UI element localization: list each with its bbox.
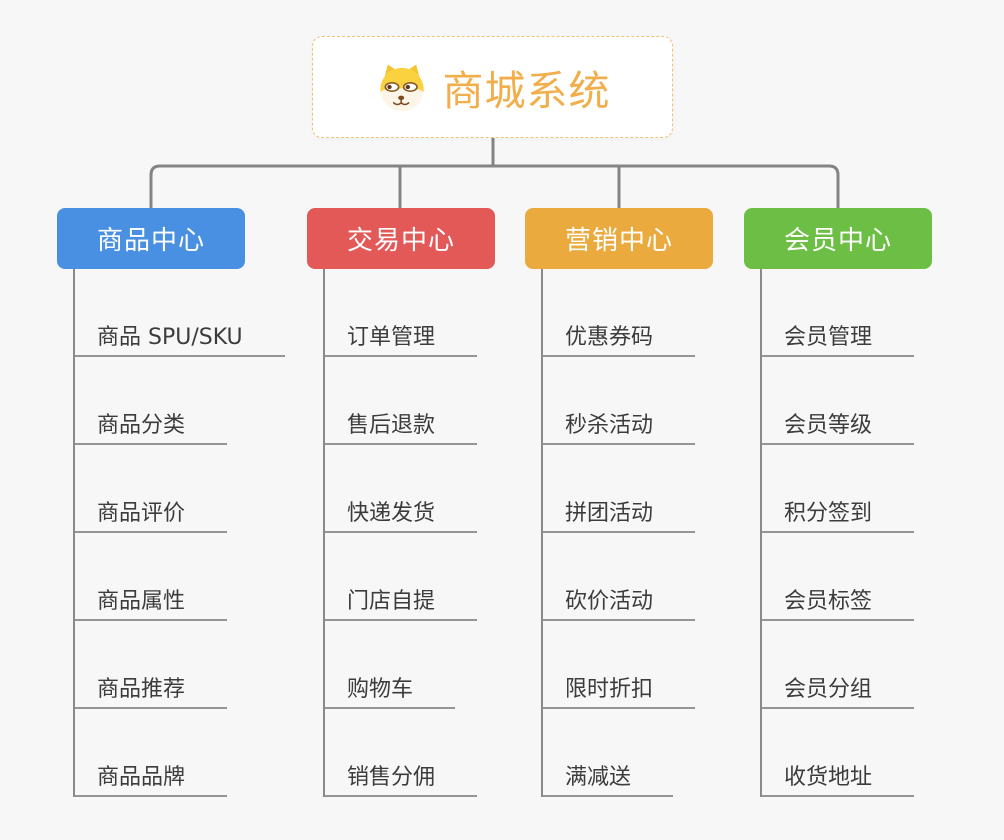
leaf-node[interactable]: 售后退款	[325, 357, 478, 445]
leaf-node[interactable]: 商品属性	[75, 533, 228, 621]
leaf-node[interactable]: 订单管理	[325, 269, 478, 357]
leaf-node[interactable]: 商品推荐	[75, 621, 228, 709]
branch-items-marketing-center: 优惠券码 秒杀活动 拼团活动 砍价活动 限时折扣 满减送	[541, 269, 785, 797]
leaf-node[interactable]: 会员管理	[762, 269, 915, 357]
leaf-node[interactable]: 会员分组	[762, 621, 915, 709]
leaf-node[interactable]: 快递发货	[325, 445, 478, 533]
leaf-node[interactable]: 门店自提	[325, 533, 478, 621]
root-node-mall-system[interactable]: 商城系统	[312, 36, 673, 138]
leaf-node[interactable]: 拼团活动	[543, 445, 696, 533]
branch-node-trade-center[interactable]: 交易中心	[307, 208, 495, 269]
shiba-dog-icon	[379, 64, 424, 112]
leaf-node[interactable]: 商品品牌	[75, 709, 228, 797]
leaf-node[interactable]: 商品分类	[75, 357, 228, 445]
branch-node-product-center[interactable]: 商品中心	[57, 208, 245, 269]
leaf-node[interactable]: 购物车	[325, 621, 456, 709]
leaf-node[interactable]: 秒杀活动	[543, 357, 696, 445]
leaf-node[interactable]: 砍价活动	[543, 533, 696, 621]
branch-node-label: 会员中心	[783, 226, 892, 256]
leaf-node[interactable]: 优惠券码	[543, 269, 696, 357]
leaf-node[interactable]: 积分签到	[762, 445, 915, 533]
branch-node-label: 商品中心	[96, 226, 205, 256]
branch-items-member-center: 会员管理 会员等级 积分签到 会员标签 会员分组 收货地址	[760, 269, 1004, 797]
branch-node-marketing-center[interactable]: 营销中心	[525, 208, 713, 269]
branch-node-label: 营销中心	[564, 226, 673, 256]
leaf-node[interactable]: 收货地址	[762, 709, 915, 797]
branch-items-trade-center: 订单管理 售后退款 快递发货 门店自提 购物车 销售分佣	[323, 269, 567, 797]
branch-trade-center: 交易中心 订单管理 售后退款 快递发货 门店自提 购物车 销售分佣	[307, 208, 567, 797]
root-node-title: 商城系统	[442, 67, 611, 115]
branch-node-label: 交易中心	[346, 226, 455, 256]
branch-node-member-center[interactable]: 会员中心	[744, 208, 932, 269]
leaf-node[interactable]: 会员等级	[762, 357, 915, 445]
branch-marketing-center: 营销中心 优惠券码 秒杀活动 拼团活动 砍价活动 限时折扣 满减送	[525, 208, 785, 797]
leaf-node[interactable]: 限时折扣	[543, 621, 696, 709]
leaf-node[interactable]: 满减送	[543, 709, 674, 797]
branch-product-center: 商品中心 商品 SPU/SKU 商品分类 商品评价 商品属性 商品推荐 商品品牌	[57, 208, 317, 797]
leaf-node[interactable]: 商品评价	[75, 445, 228, 533]
leaf-node[interactable]: 商品 SPU/SKU	[75, 269, 285, 357]
branch-member-center: 会员中心 会员管理 会员等级 积分签到 会员标签 会员分组 收货地址	[744, 208, 1004, 797]
leaf-node[interactable]: 销售分佣	[325, 709, 478, 797]
branch-items-product-center: 商品 SPU/SKU 商品分类 商品评价 商品属性 商品推荐 商品品牌	[73, 269, 317, 797]
leaf-node[interactable]: 会员标签	[762, 533, 915, 621]
